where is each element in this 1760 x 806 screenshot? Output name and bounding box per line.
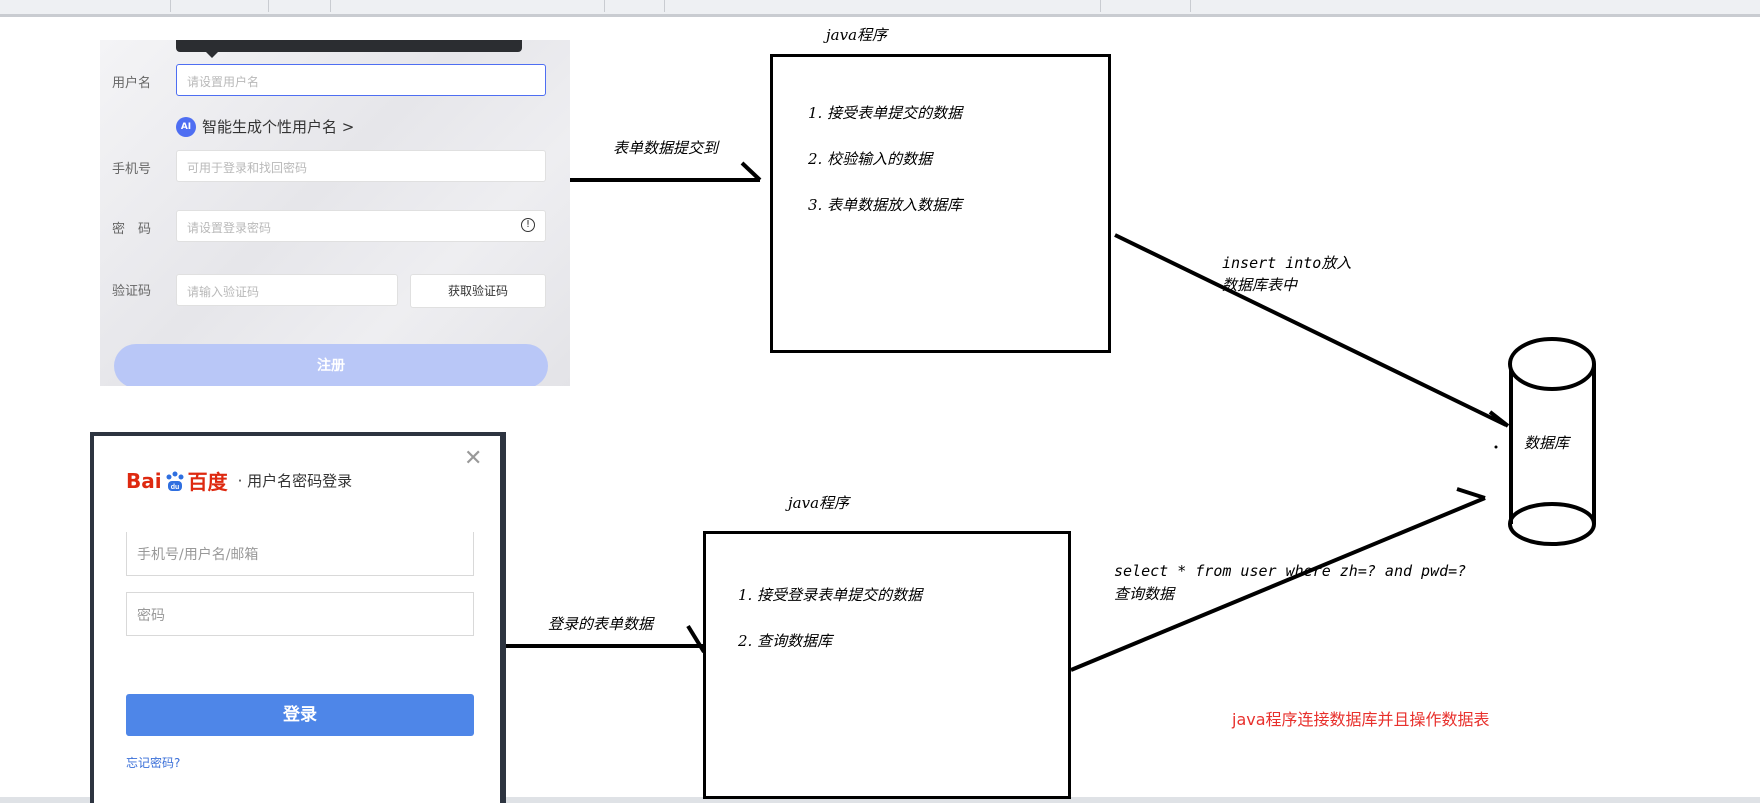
bottom-window-strip xyxy=(0,797,1760,803)
select-label-line2: 查询数据 xyxy=(1114,585,1175,603)
select-label-line1: select * from user where zh=? and pwd=? xyxy=(1114,562,1467,580)
top-program-title: java程序 xyxy=(826,26,888,44)
insert-label-line1: insert into放入 xyxy=(1222,254,1352,272)
strip-separator xyxy=(268,0,269,12)
login-form-screenshot: ✕ Bai du 百度 · 用户名密码登录 手机号/用户名/邮箱 密码 登录 忘… xyxy=(90,432,506,806)
bottom-step-2: 2. 查询数据库 xyxy=(738,632,833,650)
code-label: 验证码 xyxy=(112,284,152,299)
insert-label-line2: 数据库表中 xyxy=(1222,276,1298,294)
registration-form-screenshot: 用户名 请设置用户名 AI 智能生成个性用户名 > 手机号 可用于登录和找回密码… xyxy=(100,40,570,386)
password-placeholder: 请设置登录密码 xyxy=(187,221,272,235)
top-step-1: 1. 接受表单提交的数据 xyxy=(808,104,963,122)
baidu-logo: Bai du 百度 · 用户名密码登录 xyxy=(126,466,352,495)
ai-username-suggest[interactable]: AI 智能生成个性用户名 > xyxy=(176,116,354,137)
strip-separator xyxy=(1190,0,1191,12)
phone-input[interactable]: 可用于登录和找回密码 xyxy=(176,150,546,182)
strip-separator xyxy=(1100,0,1101,12)
login-subtitle: · 用户名密码登录 xyxy=(237,472,353,490)
top-step-3: 3. 表单数据放入数据库 xyxy=(808,196,963,214)
login-button[interactable]: 登录 xyxy=(126,694,474,736)
arrow-submit-label: 表单数据提交到 xyxy=(613,139,719,157)
password-input[interactable]: 密码 xyxy=(126,592,474,636)
bottom-program-box xyxy=(703,531,1071,799)
arrow-insert-head xyxy=(1488,410,1510,428)
code-input[interactable]: 请输入验证码 xyxy=(176,274,398,306)
arrow-insert-line xyxy=(1114,233,1507,427)
ai-icon: AI xyxy=(176,116,196,137)
database-label: 数据库 xyxy=(1524,434,1570,452)
arrow-select-head xyxy=(1456,487,1486,500)
get-code-button[interactable]: 获取验证码 xyxy=(410,274,546,308)
forgot-password-link[interactable]: 忘记密码? xyxy=(126,756,181,770)
strip-separator xyxy=(604,0,605,12)
phone-label: 手机号 xyxy=(112,162,152,177)
arrow-login-head xyxy=(686,624,706,654)
username-input[interactable]: 请设置用户名 xyxy=(176,64,546,96)
login-panel: ✕ Bai du 百度 · 用户名密码登录 手机号/用户名/邮箱 密码 登录 忘… xyxy=(94,436,500,806)
ai-suggest-label: 智能生成个性用户名 > xyxy=(202,118,355,136)
arrow-select-line xyxy=(1070,496,1486,672)
top-step-2: 2. 校验输入的数据 xyxy=(808,150,933,168)
username-label: 用户名 xyxy=(112,76,152,91)
paw-icon: du xyxy=(166,471,184,491)
bottom-step-1: 1. 接受登录表单提交的数据 xyxy=(738,586,923,604)
summary-note: java程序连接数据库并且操作数据表 xyxy=(1232,710,1490,729)
strip-separator xyxy=(664,0,665,12)
tooltip xyxy=(176,40,522,58)
logo-text-left: Bai xyxy=(126,468,162,493)
info-icon[interactable]: ! xyxy=(521,218,535,232)
account-input[interactable]: 手机号/用户名/邮箱 xyxy=(126,532,474,576)
arrow-login-label: 登录的表单数据 xyxy=(548,615,654,633)
top-window-strip xyxy=(0,0,1760,17)
register-button[interactable]: 注册 xyxy=(114,344,548,386)
password-label: 密 码 xyxy=(112,222,152,237)
database-cylinder xyxy=(1494,337,1596,546)
arrow-submit-head xyxy=(740,161,762,182)
strip-separator xyxy=(170,0,171,12)
password-input[interactable]: 请设置登录密码 ! xyxy=(176,210,546,242)
top-program-box xyxy=(770,54,1111,353)
bottom-program-title: java程序 xyxy=(788,494,850,512)
close-icon[interactable]: ✕ xyxy=(464,446,483,471)
logo-text-right: 百度 xyxy=(187,470,228,494)
strip-separator xyxy=(330,0,331,12)
svg-text:du: du xyxy=(170,484,179,491)
